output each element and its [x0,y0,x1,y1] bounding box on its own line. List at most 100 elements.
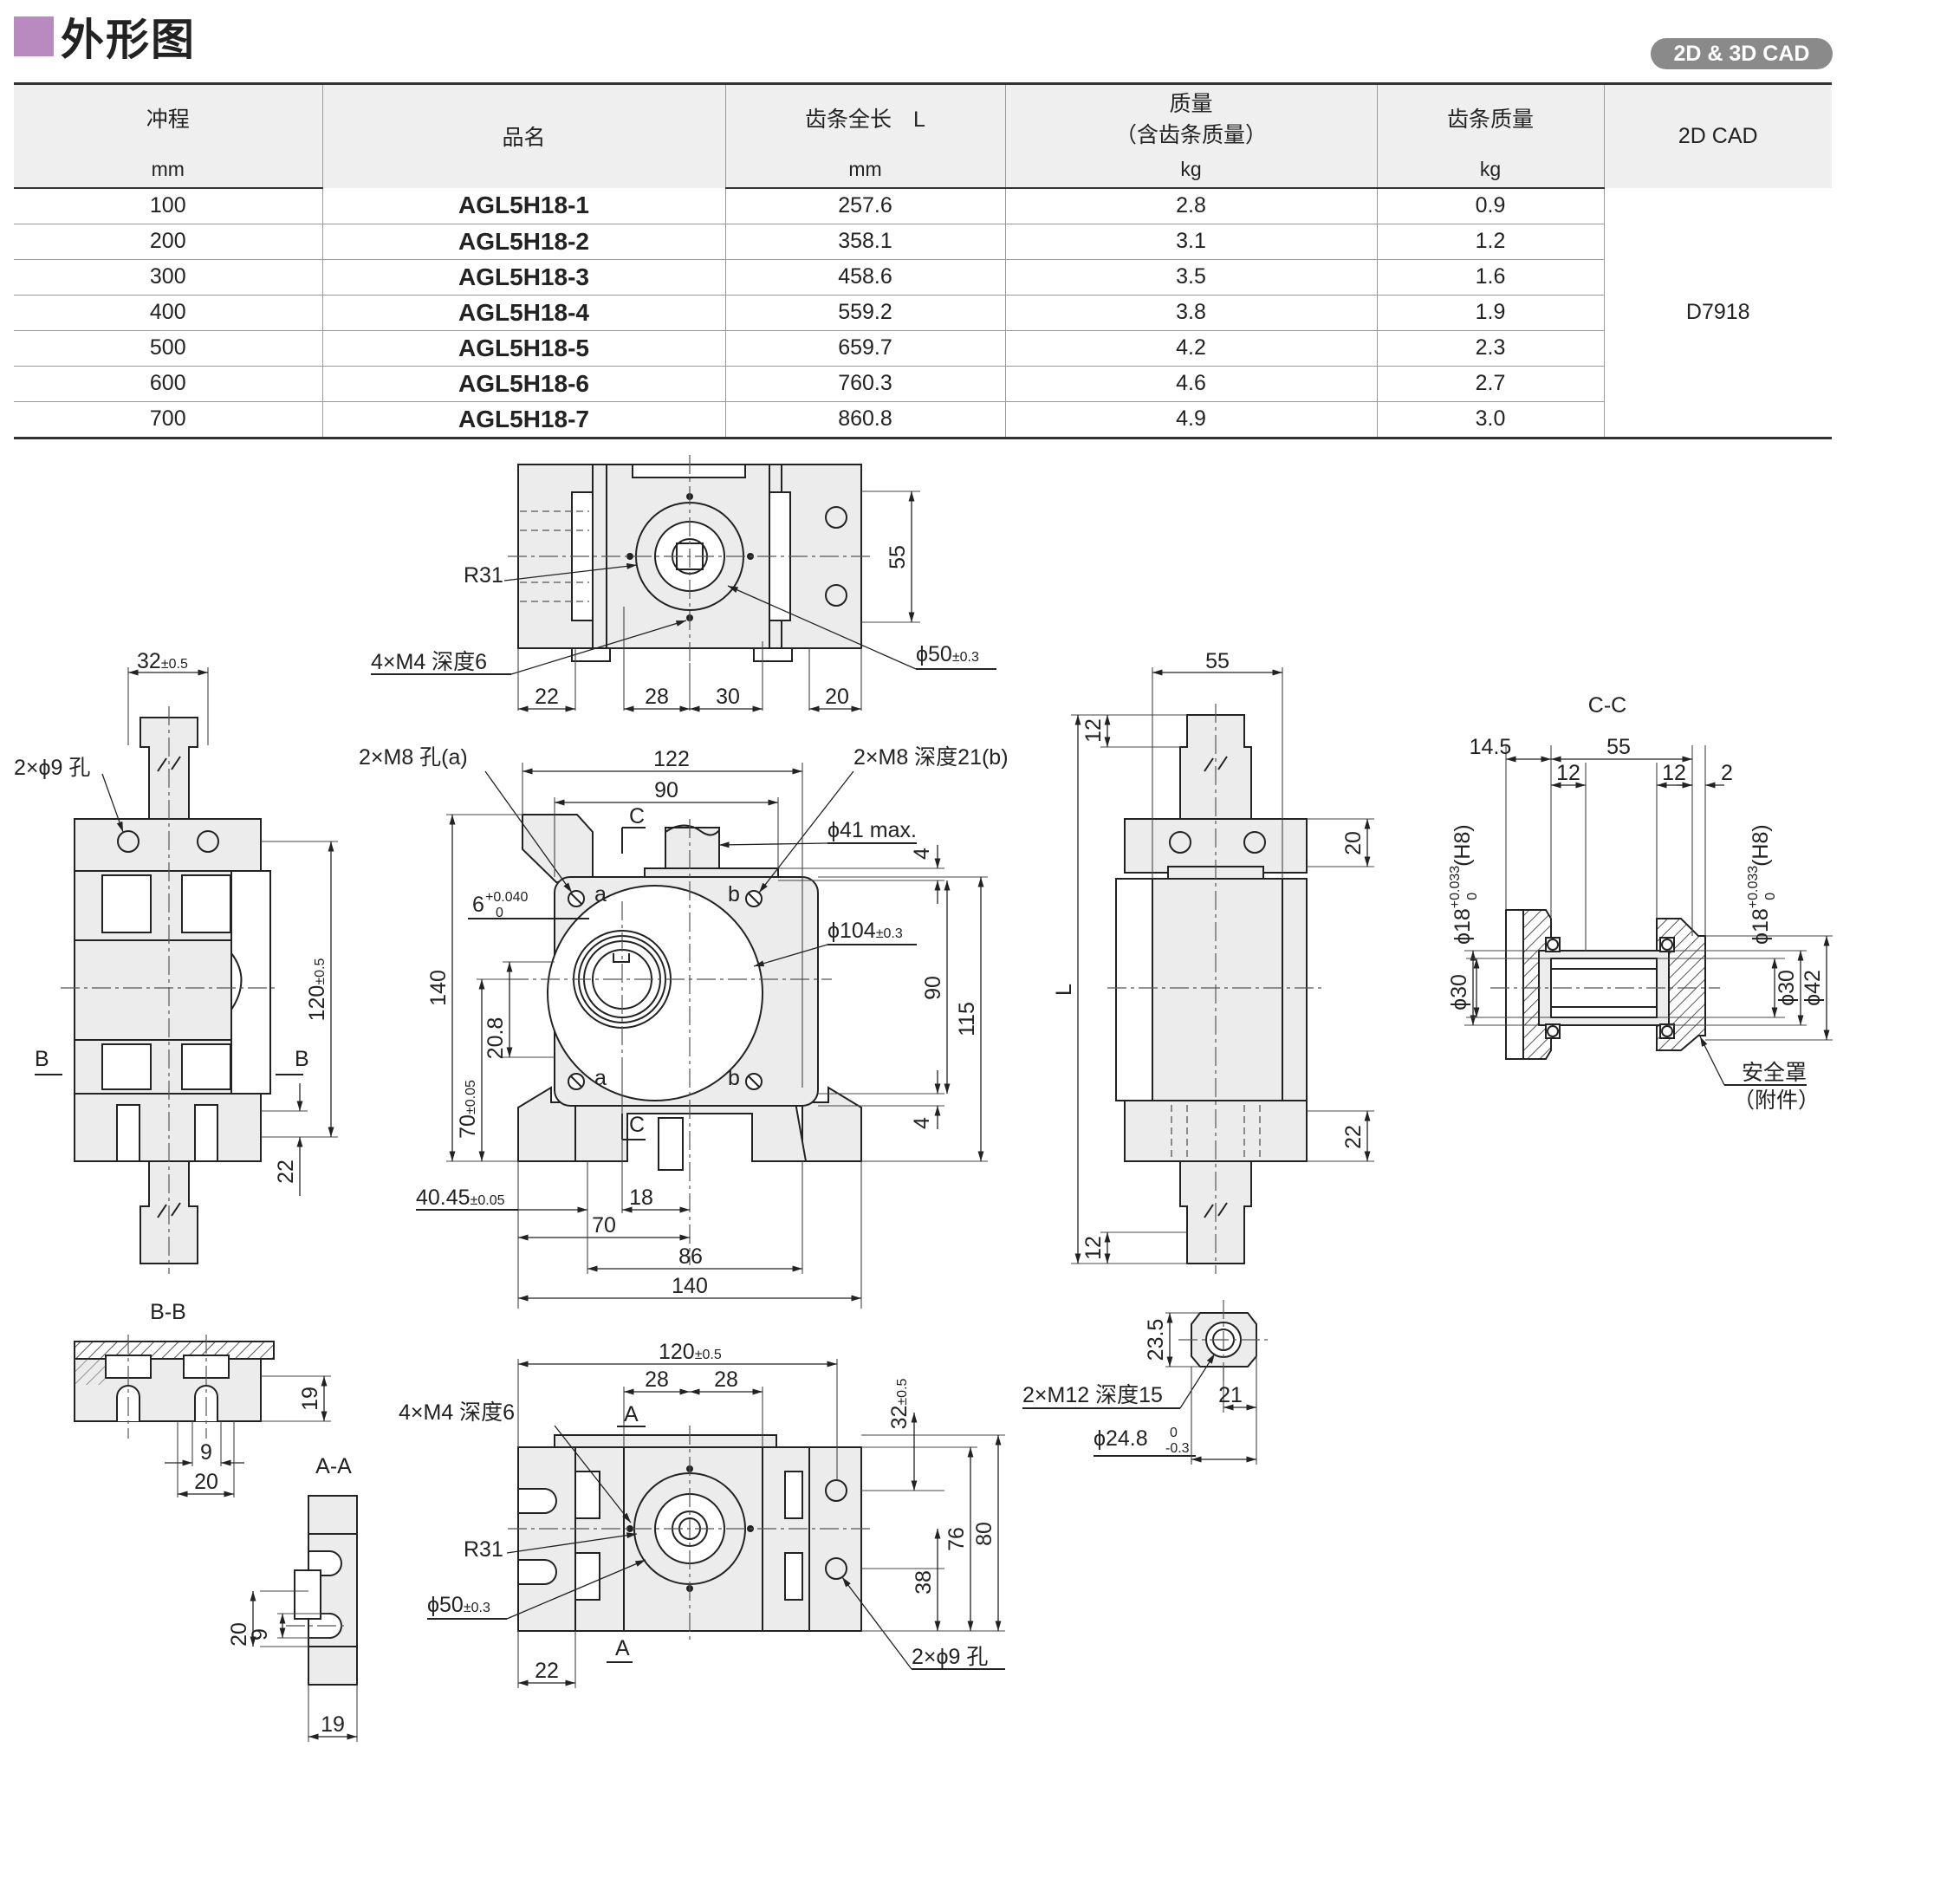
tol-6-low: 0 [496,906,503,920]
cell-stroke: 100 [149,193,186,218]
top-view-dims: 55 R31 4×M4 深度6 ϕ50±0.3 22 28 30 20 [371,490,996,712]
dim-122: 122 [653,747,690,771]
tol-phi24-low: -0.3 [1165,1441,1190,1456]
cell-part: AGL5H18-7 [321,400,725,439]
dim-120-bottom: 120±0.5 [659,1340,722,1364]
label-phi9-bottom: 2×ϕ9 孔 [912,1645,988,1669]
tol-phi24-up: 0 [1170,1426,1178,1440]
section-aa: A-A 20 9 19 [227,1454,358,1742]
dim-20-right: 20 [1341,831,1366,855]
section-bb: B-B 19 9 20 [74,1300,331,1497]
dim-32-bottom: 32±0.5 [887,1378,912,1429]
dim-55-top: 55 [886,545,910,569]
cell-cad[interactable]: D7918 [1603,187,1832,439]
dim-14-5: 14.5 [1470,735,1512,759]
cell-stroke: 700 [14,400,322,439]
dim-phi30-left: ϕ30 [1447,974,1471,1010]
dim-70-horiz: 70 [592,1213,616,1238]
label-guard-note: （附件） [1733,1088,1820,1113]
cell-part: AGL5H18-3 [321,258,725,295]
dim-9-bb: 9 [200,1440,212,1465]
dim-32-left: 32±0.5 [137,649,188,673]
cell-rack-mass: 2.3 [1376,329,1604,366]
dim-4-top: 4 [910,848,934,860]
label-phi41: ϕ41 max. [827,818,917,842]
col-mass-label: 质量 [1169,92,1213,117]
cell-rack-mass: 3.0 [1376,400,1604,439]
cell-rack-mass: 1.6 [1376,258,1604,295]
dim-6: 6 [472,893,484,917]
label-r31-top: R31 [464,563,503,588]
top-view [508,455,872,663]
cell-stroke: 400 [14,294,322,330]
header-square-icon [14,16,54,56]
page-title: 外形图 [61,16,196,64]
cad-badge[interactable]: 2D & 3D CAD [1651,38,1833,69]
cell-part: AGL5H18-6 [321,365,725,401]
tol-6-up: +0.040 [485,890,528,905]
cell-length: 860.8 [724,400,1005,439]
dim-86: 86 [678,1244,703,1269]
dim-20-8: 20.8 [484,1017,508,1060]
dim-20-top: 20 [825,685,849,709]
cell-stroke: 600 [14,365,322,401]
cell-part: AGL5H18-5 [321,329,725,366]
front-view-dims: 2×M8 孔(a) 2×M8 深度21(b) 122 90 C C ϕ41 ma… [359,745,1009,1309]
dim-38: 38 [912,1570,936,1595]
dim-28-bottom-b: 28 [714,1368,738,1392]
dim-120-left: 120±0.5 [305,958,329,1022]
dim-80: 80 [972,1522,996,1546]
dim-20-bb: 20 [194,1470,218,1494]
dim-90-vert: 90 [921,976,945,1000]
dim-18-front: 18 [629,1186,653,1210]
hole-b-top: b [728,882,740,906]
cell-part: AGL5H18-1 [321,187,725,224]
dim-4-bottom: 4 [910,1117,934,1129]
cell-part: AGL5H18-4 [321,294,725,330]
unit-stroke: mm [14,151,322,189]
dim-12-bottom: 12 [1081,1236,1106,1260]
dim-22-right: 22 [1341,1125,1366,1149]
right-side-view [1107,704,1324,1274]
cell-length: 257.6 [724,187,1005,224]
label-phi50-bottom: ϕ50±0.3 [427,1593,490,1617]
unit-rack-mass: kg [1376,151,1604,189]
cell-rack-mass: 1.2 [1376,223,1604,259]
dim-28-top: 28 [645,685,669,709]
section-header: 外形图 [14,10,196,64]
dim-phi30-right: ϕ30 [1775,970,1799,1006]
left-side-view [61,706,277,1274]
col-length: 齿条全长 L [724,82,1005,152]
label-guard: 安全罩 [1742,1061,1807,1085]
dim-phi42: ϕ42 [1801,970,1825,1006]
cell-length: 358.1 [724,223,1005,259]
bottom-view [508,1426,872,1642]
section-c-top: C [629,804,645,828]
dim-12-cc-right: 12 [1662,761,1686,785]
dim-9-aa: 9 [248,1628,272,1640]
dim-140-vert: 140 [426,970,451,1006]
dim-22-left: 22 [274,1160,298,1184]
cell-length: 760.3 [724,365,1005,401]
dim-2-cc: 2 [1721,761,1733,785]
col-cad: 2D CAD [1603,82,1832,188]
bottom-view-dims: 120±0.5 28 28 A A 4×M4 深度6 R31 ϕ50±0.3 2… [399,1340,1005,1688]
section-b-left: B [35,1047,49,1071]
hole-b-bottom: b [728,1066,740,1090]
col-mass: 质量（含齿条质量） [1004,82,1377,152]
cell-length: 559.2 [724,294,1005,330]
dim-12-cc-left: 12 [1556,761,1580,785]
cell-stroke: 200 [14,223,322,259]
label-m4-bottom: 4×M4 深度6 [399,1400,515,1425]
dim-76: 76 [944,1527,969,1551]
hole-a-bottom: a [594,1066,607,1090]
section-c-bottom: C [629,1113,645,1137]
section-bb-title: B-B [150,1300,186,1324]
dim-12-top: 12 [1081,718,1106,743]
right-side-dims: 55 L 12 12 20 22 [1052,649,1374,1264]
